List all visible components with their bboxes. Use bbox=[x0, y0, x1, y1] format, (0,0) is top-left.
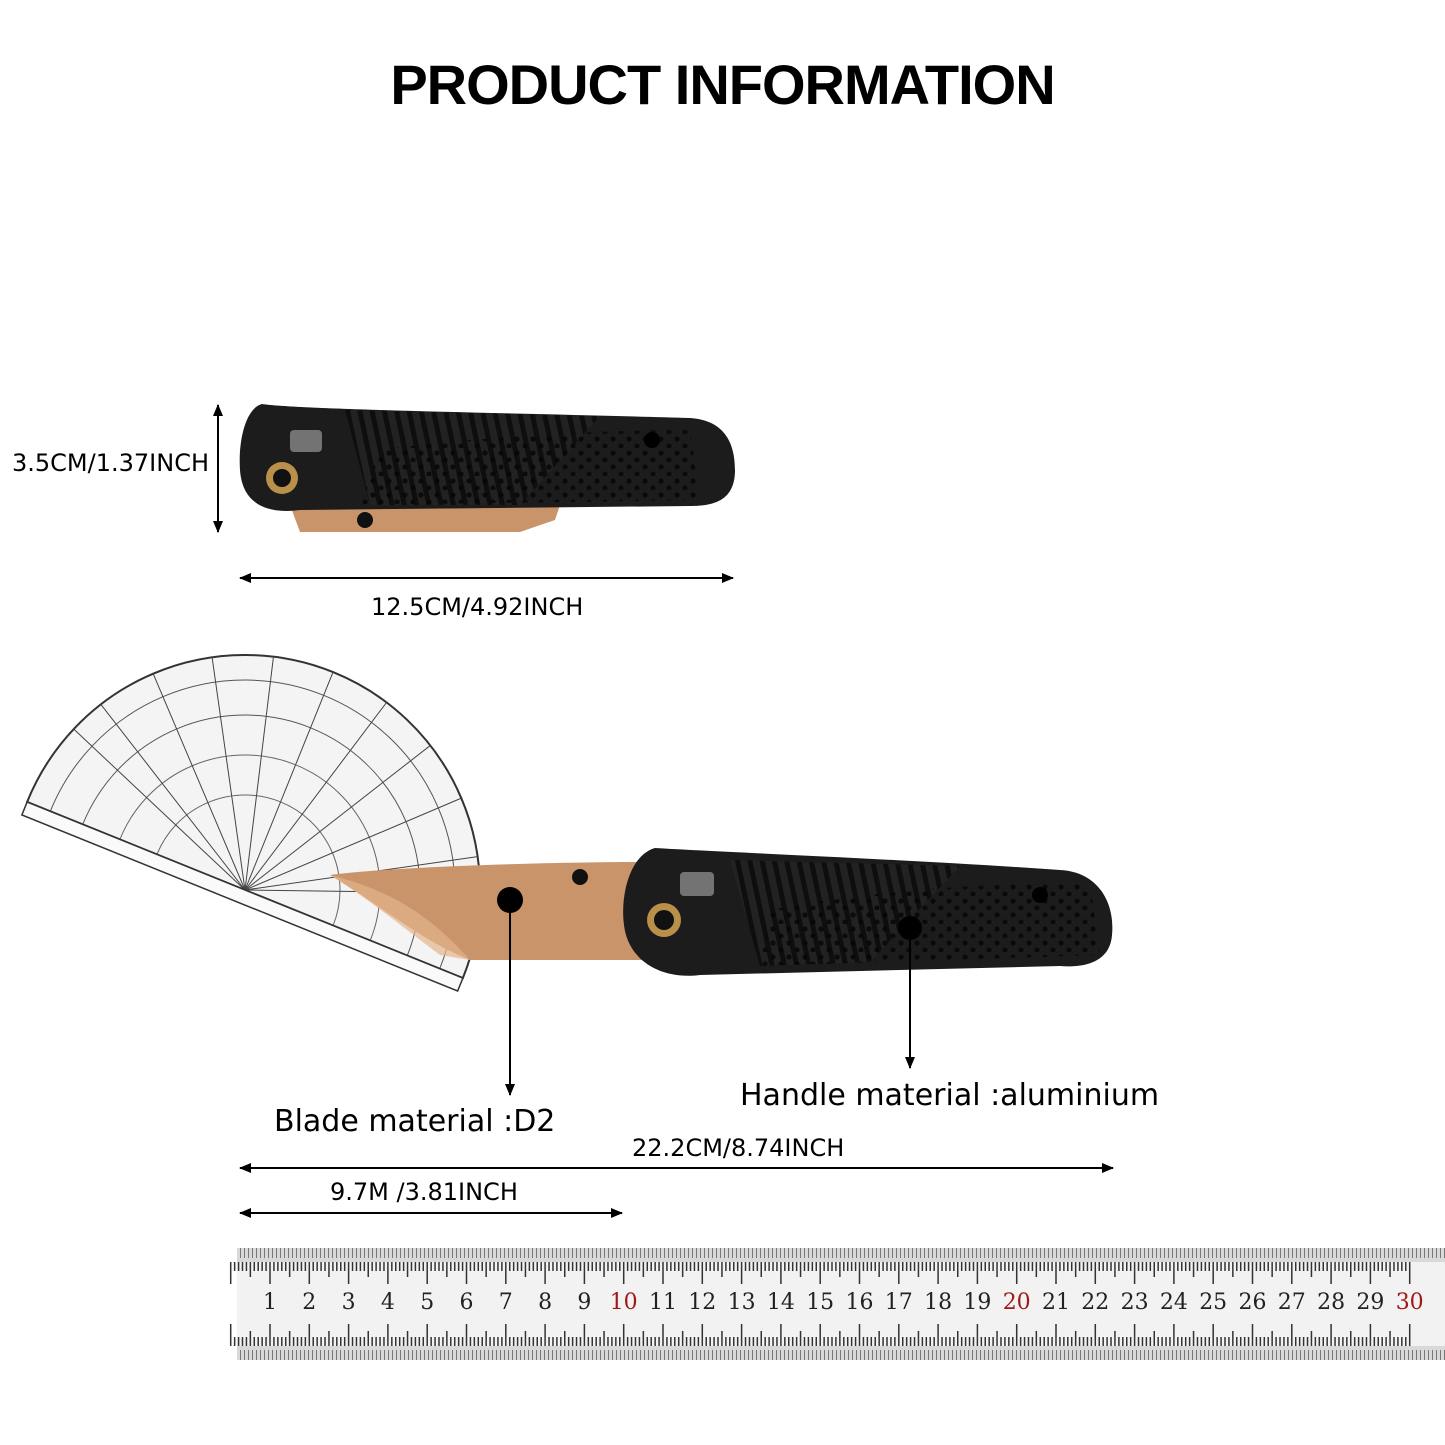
closed-height-label: 3.5CM/1.37INCH bbox=[12, 449, 209, 477]
ruler-number: 26 bbox=[1238, 1290, 1267, 1315]
ruler-number: 8 bbox=[538, 1290, 553, 1315]
ruler-number: 14 bbox=[766, 1290, 795, 1315]
handle-material-label: Handle material :aluminium bbox=[740, 1078, 1160, 1113]
ruler-number: 21 bbox=[1042, 1290, 1070, 1315]
ruler-number: 24 bbox=[1159, 1290, 1188, 1315]
ruler-number: 13 bbox=[727, 1290, 756, 1315]
ruler-number: 29 bbox=[1356, 1290, 1385, 1315]
ruler-number: 5 bbox=[420, 1290, 435, 1315]
overall-length-label: 22.2CM/8.74INCH bbox=[632, 1134, 845, 1162]
ruler-number: 10 bbox=[609, 1290, 638, 1315]
closed-knife-image bbox=[239, 404, 735, 532]
ruler-number: 18 bbox=[924, 1290, 953, 1315]
ruler-number: 4 bbox=[380, 1290, 395, 1315]
ruler-number: 28 bbox=[1317, 1290, 1346, 1315]
blade-material-label: Blade material :D2 bbox=[274, 1104, 556, 1139]
page-title: PRODUCT INFORMATION bbox=[390, 53, 1055, 116]
ruler-number: 12 bbox=[688, 1290, 717, 1315]
ruler-number: 15 bbox=[806, 1290, 835, 1315]
measuring-ruler bbox=[229, 1248, 1445, 1360]
ruler-number: 11 bbox=[649, 1290, 677, 1315]
ruler-number: 2 bbox=[302, 1290, 317, 1315]
ruler-number: 27 bbox=[1277, 1290, 1306, 1315]
ruler-number: 30 bbox=[1395, 1290, 1424, 1315]
ruler-number: 7 bbox=[498, 1290, 513, 1315]
ruler-number: 23 bbox=[1120, 1290, 1149, 1315]
ruler-number: 20 bbox=[1002, 1290, 1031, 1315]
open-knife-image bbox=[330, 848, 1113, 976]
ruler-number: 19 bbox=[963, 1290, 992, 1315]
closed-length-label: 12.5CM/4.92INCH bbox=[371, 593, 584, 621]
ruler-number: 22 bbox=[1081, 1290, 1110, 1315]
ruler-number: 6 bbox=[459, 1290, 474, 1315]
ruler-number: 16 bbox=[845, 1290, 874, 1315]
ruler-number: 25 bbox=[1199, 1290, 1228, 1315]
ruler-number: 1 bbox=[263, 1290, 277, 1315]
ruler-number: 17 bbox=[884, 1290, 913, 1315]
ruler-number: 3 bbox=[341, 1290, 356, 1315]
blade-length-label: 9.7M /3.81INCH bbox=[330, 1178, 518, 1206]
ruler-number: 9 bbox=[577, 1290, 592, 1315]
